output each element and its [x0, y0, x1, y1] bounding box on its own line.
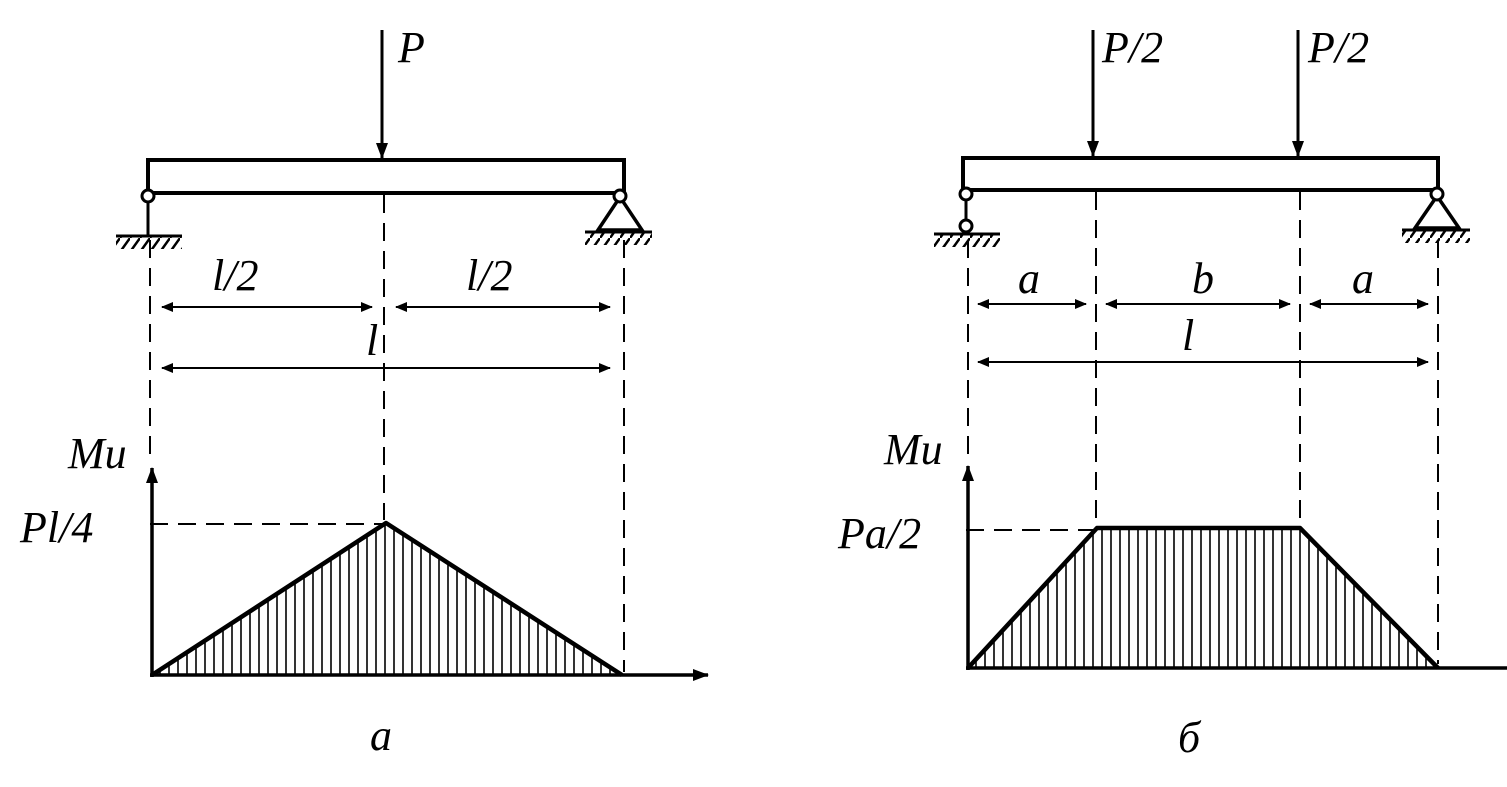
roller-support-b	[1402, 186, 1470, 243]
pin-support-b	[934, 186, 1000, 247]
moment-axis-label-a: Mи	[67, 429, 127, 478]
dimension-half-left-label: l/2	[212, 251, 258, 300]
moment-diagram-b	[966, 525, 1440, 670]
dimension-b-label: b	[1192, 254, 1214, 303]
peak-value-label: Pl/4	[19, 503, 93, 552]
force-label-left: P/2	[1101, 23, 1163, 72]
panel-b: P/2 P/2 a b a l	[837, 23, 1507, 762]
dimension-a-right-label: a	[1352, 254, 1374, 303]
roller-support-a	[585, 188, 652, 245]
dimension-total-label: l	[366, 316, 378, 365]
dimension-total-b-label: l	[1182, 311, 1194, 360]
force-label-right: P/2	[1307, 23, 1369, 72]
moment-diagram-a	[150, 520, 624, 677]
force-label-p: P	[397, 23, 425, 72]
beam-a	[146, 158, 626, 195]
beam-b	[961, 156, 1440, 192]
caption-b: б	[1178, 713, 1202, 762]
caption-a: а	[370, 711, 392, 760]
dimension-a-left-label: a	[1018, 254, 1040, 303]
panel-a: P l/2 l/2 l Mи	[19, 23, 709, 760]
moment-diagram-hatching-a	[159, 523, 620, 675]
moment-axis-label-b: Mи	[883, 425, 943, 474]
plateau-value-label: Pa/2	[837, 509, 921, 558]
dimension-half-right-label: l/2	[466, 251, 512, 300]
